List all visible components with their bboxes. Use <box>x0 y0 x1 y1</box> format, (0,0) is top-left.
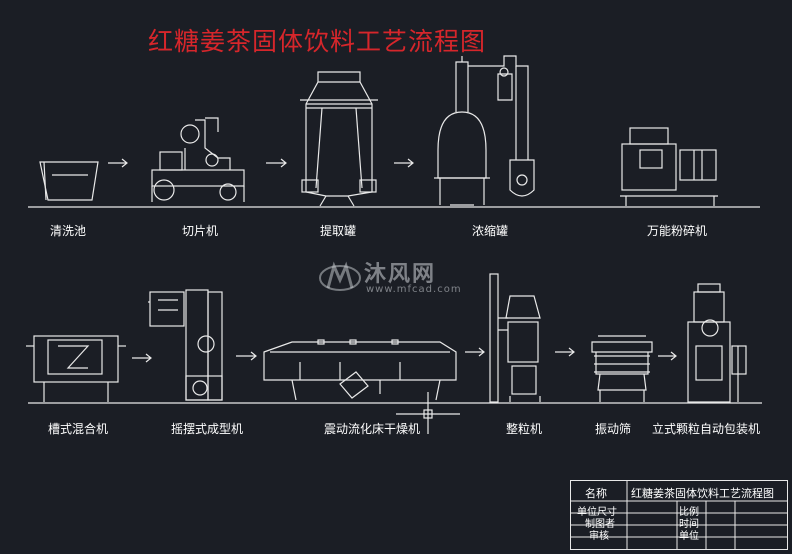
arrow-5 <box>236 351 257 361</box>
label-fluid-bed-dryer: 震动流化床干燥机 <box>323 422 421 436</box>
label-oscillating-granulator: 摇摆式成型机 <box>170 422 244 436</box>
vibrating-screen <box>591 335 653 402</box>
arrow-7 <box>555 347 575 357</box>
label-washing-tank: 清洗池 <box>49 224 87 238</box>
arrow-2 <box>266 158 287 168</box>
arrow-6 <box>465 347 485 357</box>
watermark-logo-icon <box>319 261 361 291</box>
washing-tank <box>39 161 99 201</box>
watermark-url: www.mfcad.com <box>366 284 462 295</box>
concentration-tank <box>434 55 535 206</box>
title-block-name-label: 名称 <box>585 487 607 500</box>
arrow-1 <box>108 158 128 168</box>
label-slicer-machine: 切片机 <box>181 224 219 238</box>
drawing-title: 红糖姜茶固体饮料工艺流程图 <box>148 27 487 56</box>
vibrating-fluid-bed-dryer <box>263 339 460 434</box>
title-block-unit-size: 单位尺寸 <box>577 507 617 518</box>
title-block-grid <box>570 480 788 550</box>
trough-mixer <box>26 335 126 402</box>
label-extraction-tank: 提取罐 <box>319 224 357 238</box>
label-vertical-packer: 立式颗粒自动包装机 <box>651 422 761 436</box>
title-block-scale: 比例 <box>679 507 699 518</box>
title-block-time: 时间 <box>679 519 699 530</box>
title-block-drawn-by: 制图者 <box>585 519 615 530</box>
label-granule-finisher: 整粒机 <box>505 422 543 436</box>
oscillating-granulator <box>148 289 223 401</box>
watermark: 沐风网 www.mfcad.com <box>318 256 478 300</box>
watermark-brand: 沐风网 <box>364 262 437 287</box>
label-vibrating-screen: 振动筛 <box>594 422 632 436</box>
label-concentration-tank: 浓缩罐 <box>471 224 509 238</box>
arrow-8 <box>658 351 677 361</box>
title-block-reviewed: 审核 <box>589 531 609 542</box>
title-block-name-value: 红糖姜茶固体饮料工艺流程图 <box>631 487 774 500</box>
arrow-3 <box>394 158 414 168</box>
label-universal-pulverizer: 万能粉碎机 <box>646 224 708 238</box>
vertical-granule-packer <box>687 283 747 403</box>
title-block-unit: 单位 <box>679 531 699 542</box>
slicer-machine <box>151 117 245 202</box>
label-trough-mixer: 槽式混合机 <box>47 422 109 436</box>
arrow-4 <box>132 353 152 363</box>
title-block: 名称 红糖姜茶固体饮料工艺流程图 单位尺寸 比例 制图者 时间 审核 单位 <box>570 480 788 550</box>
universal-pulverizer <box>620 127 718 206</box>
extraction-tank <box>300 71 378 207</box>
granule-finisher <box>489 273 541 403</box>
